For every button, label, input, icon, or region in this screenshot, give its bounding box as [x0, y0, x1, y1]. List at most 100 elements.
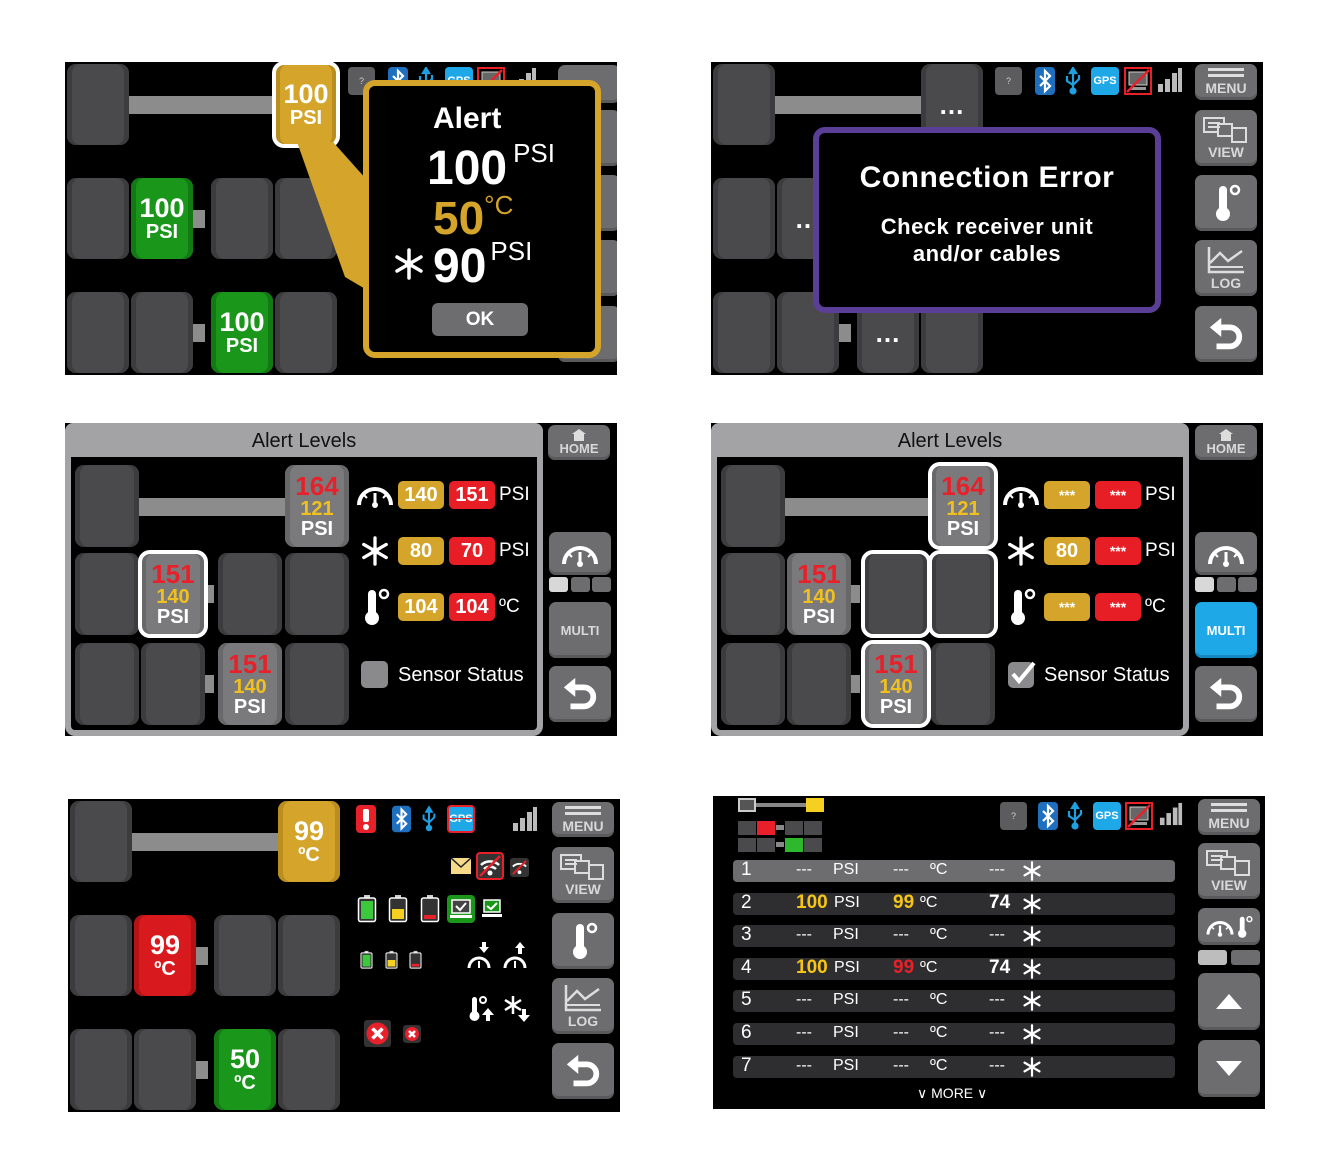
tire-axle1-wheel0[interactable] [75, 553, 139, 635]
back-button[interactable] [1195, 306, 1257, 362]
multi-button-active[interactable]: MULTI [1195, 602, 1257, 658]
high-level-badge[interactable]: 151 [449, 481, 495, 509]
tire-axle2-wheel3[interactable] [275, 292, 337, 373]
mode-indicator-3[interactable] [1238, 577, 1257, 592]
tire-axle0-wheel0[interactable] [70, 801, 132, 882]
view-button[interactable]: VIEW [1195, 110, 1257, 166]
sensor-status-checkbox[interactable] [361, 661, 388, 688]
home-button[interactable]: HOME [1195, 425, 1257, 460]
more-button[interactable]: ∨ MORE ∨ [917, 1085, 988, 1101]
tire-axle1-wheel0[interactable] [70, 915, 132, 996]
toggle-left[interactable] [1198, 950, 1227, 965]
multi-button[interactable]: MULTI [549, 602, 611, 658]
high-level-badge[interactable]: 70 [449, 537, 495, 565]
tire-axle1-wheel0[interactable] [713, 178, 775, 259]
view-button[interactable]: VIEW [1198, 843, 1260, 899]
low-level-badge[interactable]: 104 [398, 593, 444, 621]
back-button[interactable] [552, 1043, 614, 1099]
toggle-right[interactable] [1231, 950, 1260, 965]
temperature-button[interactable] [552, 913, 614, 969]
low-level-badge[interactable]: 80 [1044, 537, 1090, 565]
sensor-status-checkbox[interactable] [1007, 659, 1037, 689]
tire-axle1-wheel3[interactable] [928, 550, 998, 638]
tire-axle2-wheel1[interactable] [787, 643, 851, 725]
tire-axle2-wheel0[interactable] [713, 292, 775, 373]
tire-axle1-wheel2[interactable] [861, 550, 931, 638]
high-level-badge[interactable]: *** [1095, 537, 1141, 565]
tire-axle0-wheel0[interactable] [67, 64, 129, 145]
tire-axle1-wheel3[interactable] [278, 915, 340, 996]
tire-axle2-wheel3[interactable] [285, 643, 349, 725]
tire-axle2-wheel1[interactable] [134, 1029, 196, 1110]
scroll-up-button[interactable] [1198, 973, 1260, 1030]
low-level-badge[interactable]: *** [1044, 593, 1090, 621]
tire-axle2-wheel1[interactable] [141, 643, 205, 725]
help-button[interactable]: ? [1000, 802, 1027, 830]
low-level-badge[interactable]: *** [1044, 481, 1090, 509]
mode-indicator-1[interactable] [549, 577, 568, 592]
tire-axle2-wheel0[interactable] [75, 643, 139, 725]
tire-axle2-wheel0[interactable] [67, 292, 129, 373]
high-level-badge[interactable]: 104 [449, 593, 495, 621]
tire-axle0-wheel0[interactable] [75, 465, 139, 547]
high-level-badge[interactable]: *** [1095, 593, 1141, 621]
mode-indicator-2[interactable] [1217, 577, 1236, 592]
view-button[interactable]: VIEW [552, 847, 614, 903]
tire-axle1-wheel3[interactable] [285, 553, 349, 635]
menu-button[interactable]: MENU [1195, 64, 1257, 100]
mode-indicator-2[interactable] [571, 577, 590, 592]
tire-axle0-wheel0[interactable] [721, 465, 785, 547]
help-button[interactable]: ? [995, 67, 1022, 95]
pressure-temperature-button[interactable] [1198, 908, 1260, 945]
sensor-row[interactable]: 3---PSI---ºC--- [733, 924, 1175, 948]
mode-indicator-1[interactable] [1195, 577, 1214, 592]
sensor-row[interactable]: 7---PSI---ºC--- [733, 1055, 1175, 1078]
ok-button[interactable]: OK [432, 303, 528, 336]
menu-button[interactable]: MENU [1198, 799, 1260, 835]
tire-axle2-wheel1[interactable] [131, 292, 193, 373]
tire-axle1-wheel2[interactable] [211, 178, 273, 259]
pressure-mode-button[interactable] [549, 532, 611, 575]
sensor-row[interactable]: 1---PSI---ºC--- [733, 859, 1175, 882]
pressure-mode-button[interactable] [1195, 532, 1257, 575]
tire-axle0-wheel0[interactable] [713, 64, 775, 145]
tire-axle1-wheel2[interactable] [214, 915, 276, 996]
tire-axle2-wheel0[interactable] [721, 643, 785, 725]
mode-indicator-3[interactable] [592, 577, 611, 592]
tire-axle2-wheel3[interactable] [931, 643, 995, 725]
log-button[interactable]: LOG [552, 978, 614, 1034]
tire-axle1-wheel0[interactable] [721, 553, 785, 635]
cold-pressure-value: 74 [989, 956, 1011, 978]
back-button[interactable] [1195, 666, 1257, 722]
high-level-badge[interactable]: *** [1095, 481, 1141, 509]
sensor-row[interactable]: 5---PSI---ºC--- [733, 989, 1175, 1013]
sensor-row[interactable]: 6---PSI---ºC--- [733, 1022, 1175, 1045]
temperature-button[interactable] [1195, 175, 1257, 231]
log-button[interactable]: LOG [1195, 240, 1257, 296]
tire-axle1-wheel2[interactable] [218, 553, 282, 635]
tire-axle1-wheel0[interactable] [67, 178, 129, 259]
back-button[interactable] [549, 666, 611, 722]
home-button[interactable]: HOME [548, 425, 610, 460]
tire-axle2-wheel0[interactable] [70, 1029, 132, 1110]
low-level-badge[interactable]: 80 [398, 537, 444, 565]
tire-axle2-wheel3[interactable] [278, 1029, 340, 1110]
menu-button[interactable]: MENU [552, 802, 614, 837]
scroll-down-button[interactable] [1198, 1040, 1260, 1097]
low-level-badge[interactable]: 140 [398, 481, 444, 509]
